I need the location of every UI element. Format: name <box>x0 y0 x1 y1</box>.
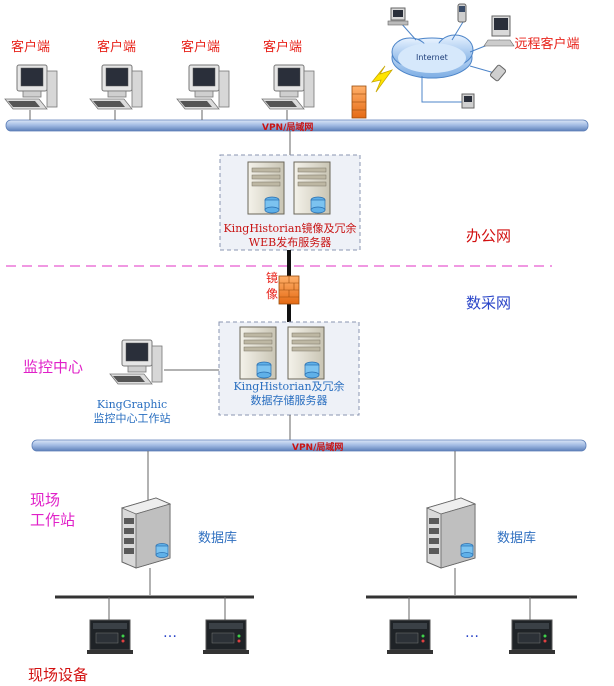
plc-icon-4 <box>508 619 556 655</box>
web-server-caption-line2: WEB发布服务器 <box>248 236 332 249</box>
storage-server-icon-2 <box>287 326 325 380</box>
remote-devices <box>387 3 515 109</box>
zone-monitor-center: 监控中心 <box>23 358 84 376</box>
ellipsis-right: … <box>465 625 480 641</box>
collection-bus <box>31 439 587 452</box>
remote-client-label: 远程客户端 <box>514 37 580 52</box>
database-label-left: 数据库 <box>198 531 238 546</box>
storage-server-caption-line1: KingHistorian及冗余 <box>233 380 345 393</box>
database-label-right: 数据库 <box>497 531 537 546</box>
client-pc-icon-1 <box>4 64 58 110</box>
client-label-4: 客户端 <box>263 40 303 55</box>
client-pc-icon-2 <box>89 64 143 110</box>
mirror-label: 镜像 <box>266 271 279 301</box>
zone-data-network: 数采网 <box>466 294 512 312</box>
web-server-group <box>219 154 361 251</box>
web-server-icon-1 <box>247 161 285 215</box>
monitor-workstation-icon <box>109 339 163 385</box>
internet-label: Internet <box>416 53 448 62</box>
lightning-icon <box>370 65 394 93</box>
storage-server-caption: KingHistorian及冗余 数据存储服务器 <box>218 380 360 408</box>
storage-server-caption-line2: 数据存储服务器 <box>250 394 328 407</box>
workstation-caption-line2: 监控中心工作站 <box>93 412 171 425</box>
plc-icon-3 <box>386 619 434 655</box>
station-server-icon-right <box>426 497 476 569</box>
client-pc-icon-3 <box>176 64 230 110</box>
plc-icon-2 <box>202 619 250 655</box>
zone-field-device: 现场设备 <box>28 666 89 684</box>
client-label-1: 客户端 <box>11 40 51 55</box>
firewall-icon-top <box>351 85 367 119</box>
collection-bus-label: VPN/局域网 <box>292 443 344 453</box>
client-pc-icon-4 <box>261 64 315 110</box>
office-bus <box>5 119 589 132</box>
zone-field-station: 现场 工作站 <box>30 491 76 529</box>
workstation-caption-line1: KingGraphic <box>96 398 168 411</box>
internet-cloud-icon <box>391 34 474 79</box>
firewall-icon-mirror <box>278 275 300 305</box>
office-bus-label: VPN/局域网 <box>262 123 314 133</box>
web-server-caption-line1: KingHistorian镜像及冗余 <box>223 222 357 235</box>
workstation-caption: KingGraphic 监控中心工作站 <box>72 398 192 426</box>
web-server-icon-2 <box>293 161 331 215</box>
ellipsis-left: … <box>163 625 178 641</box>
plc-icon-1 <box>86 619 134 655</box>
client-label-2: 客户端 <box>97 40 137 55</box>
client-label-3: 客户端 <box>181 40 221 55</box>
storage-server-icon-1 <box>239 326 277 380</box>
web-server-caption: KingHistorian镜像及冗余 WEB发布服务器 <box>218 222 362 250</box>
zone-office-network: 办公网 <box>466 227 512 245</box>
station-server-icon-left <box>121 497 171 569</box>
